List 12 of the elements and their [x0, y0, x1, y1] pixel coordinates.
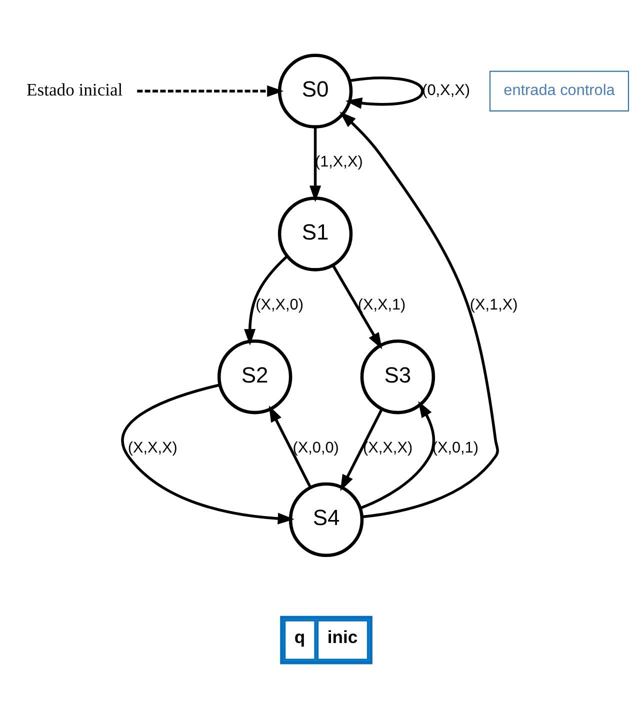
label: q [294, 626, 306, 647]
edge-label: (1,X,X) [314, 153, 363, 170]
edge-label: (X,0,1) [432, 438, 478, 456]
edge-label: (X,X,X) [128, 438, 178, 456]
edge-label: (X,X,X) [363, 438, 413, 456]
edge-label: (X,1,X) [470, 296, 518, 313]
edge-label: (X,X,0) [256, 296, 304, 313]
label: inic [327, 626, 358, 647]
node-text: Estado inicial [26, 78, 123, 99]
edge-label: (X,X,1) [358, 296, 406, 313]
edge-label: (0,X,X) [422, 82, 470, 99]
edge-label: (X,0,0) [292, 438, 339, 456]
